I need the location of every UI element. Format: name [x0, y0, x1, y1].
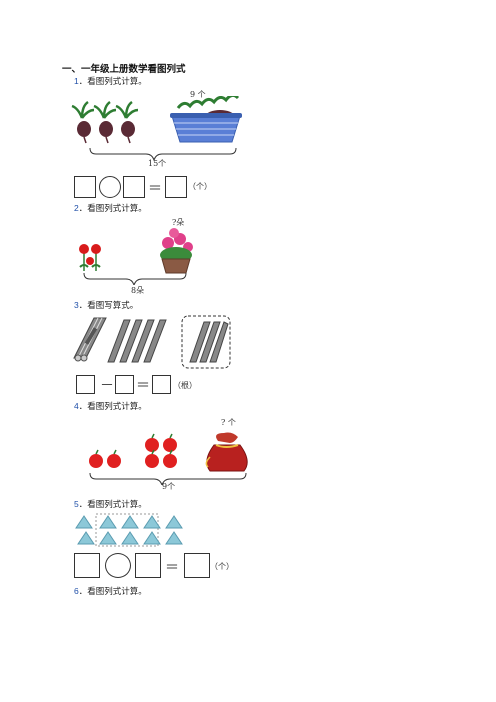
equals-sign: ＝: [165, 560, 179, 576]
question-text: ．看图列式计算。: [78, 402, 147, 412]
question-number: 4: [74, 401, 79, 411]
minus-sign: －: [100, 378, 114, 394]
q3-picture: [73, 315, 231, 369]
dashed-frame: [95, 513, 159, 547]
question-text: ．看图列式计算。: [78, 500, 147, 510]
result-box[interactable]: [184, 553, 210, 578]
question-5: 5．看图列式计算。: [74, 498, 147, 510]
q5-picture: [75, 513, 183, 547]
question-2: 2．看图列式计算。: [74, 202, 147, 214]
q1-picture: [71, 96, 242, 162]
question-3: 3．看图写算式。: [74, 299, 138, 311]
page-title: 一、一年级上册数学看图列式: [62, 64, 186, 75]
q4-picture: [89, 432, 248, 485]
question-text: ．看图列式计算。: [78, 204, 147, 214]
question-number: 2: [74, 203, 79, 213]
beet-icon: [115, 100, 139, 144]
equals-sign: ＝: [148, 181, 162, 197]
stick-icon: [107, 319, 167, 363]
question-number: 5: [74, 499, 79, 509]
result-box[interactable]: [152, 375, 171, 394]
q4-bottom-label: 9个: [162, 482, 176, 491]
equals-sign: ＝: [136, 378, 150, 394]
q2-bottom-label: 8朵: [131, 286, 145, 295]
q1-top-label: 9 个: [190, 90, 206, 99]
dashed-frame: [181, 315, 231, 369]
question-number: 1: [74, 76, 79, 86]
operator-circle[interactable]: [105, 553, 131, 578]
unit-label: （根）: [173, 381, 197, 390]
stick-bundle-icon: [73, 317, 107, 362]
q1-brace: [89, 147, 237, 162]
question-text: ．看图列式计算。: [78, 587, 147, 597]
bag-icon: [205, 432, 248, 472]
triangle-icon: [75, 515, 183, 545]
answer-box[interactable]: [76, 375, 95, 394]
q2-picture: [79, 228, 193, 285]
question-text: ．看图列式计算。: [78, 77, 147, 87]
answer-box[interactable]: [135, 553, 161, 578]
question-number: 3: [74, 300, 79, 310]
basket-icon: [170, 96, 242, 143]
flower-icon: [79, 244, 101, 271]
question-1: 1．看图列式计算。: [74, 75, 147, 87]
answer-box[interactable]: [123, 176, 145, 198]
q2-top-label: ?朵: [172, 218, 185, 227]
q2-brace: [83, 272, 187, 285]
answer-box[interactable]: [115, 375, 134, 394]
beet-icon: [93, 100, 117, 144]
answer-box[interactable]: [74, 553, 100, 578]
question-6: 6．看图列式计算。: [74, 585, 147, 597]
question-text: ．看图写算式。: [78, 301, 139, 311]
q4-brace: [89, 472, 247, 485]
question-4: 4．看图列式计算。: [74, 400, 147, 412]
potted-flower-icon: [160, 228, 193, 274]
result-box[interactable]: [165, 176, 187, 198]
apple-icon: [89, 438, 177, 468]
q4-top-label: ? 个: [221, 418, 236, 427]
q1-bottom-label: 15个: [148, 159, 167, 168]
unit-label: （个）: [210, 562, 234, 571]
operator-circle[interactable]: [99, 176, 121, 198]
answer-box[interactable]: [74, 176, 96, 198]
stick-icon: [189, 321, 229, 363]
question-number: 6: [74, 586, 79, 596]
beet-icon: [71, 100, 95, 144]
unit-label: （个）: [188, 182, 212, 191]
